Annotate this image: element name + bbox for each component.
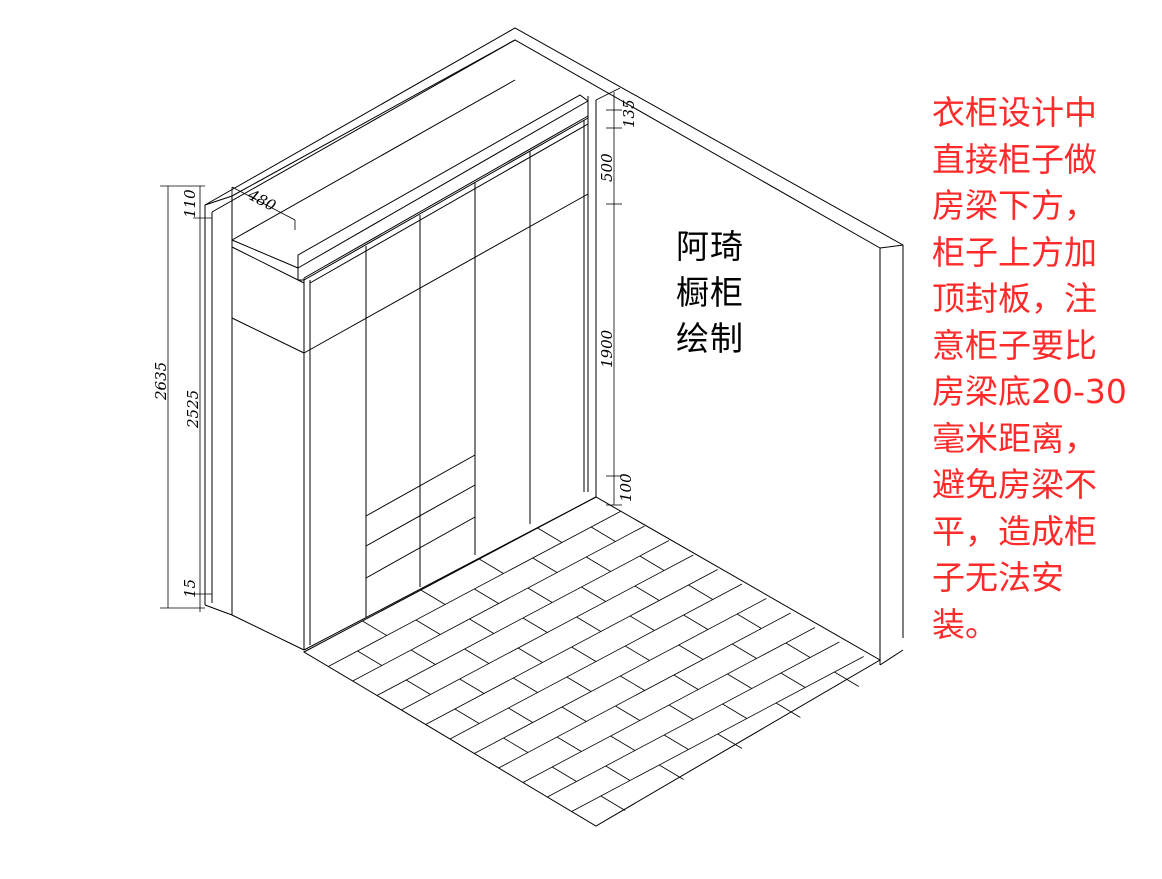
floor-plank-joint bbox=[727, 673, 752, 689]
floor-plank-joint bbox=[688, 584, 714, 600]
floor-plank-joint bbox=[420, 589, 446, 605]
floor-plank-joint bbox=[624, 645, 650, 661]
dim-bottom-gap: 15 bbox=[181, 579, 199, 598]
floor-plank-joint bbox=[683, 614, 709, 630]
note-line: 毫米距离， bbox=[932, 418, 1097, 458]
floor-plank-joint bbox=[722, 703, 748, 719]
floor-plank-joint bbox=[673, 674, 699, 690]
floor-plank-joint bbox=[571, 646, 597, 662]
dim-top-gap-left: 110 bbox=[181, 189, 199, 218]
floor-plank-joint bbox=[551, 766, 577, 782]
floor-plank-joint bbox=[586, 556, 611, 572]
floor-plank-joint bbox=[590, 526, 616, 542]
floor-plank-joint bbox=[527, 587, 553, 603]
floor-plank-joint bbox=[610, 735, 636, 751]
note-line: 子无法安 bbox=[932, 558, 1064, 597]
floor-plank-joint bbox=[357, 650, 383, 666]
note-line: 衣柜设计中 bbox=[932, 93, 1097, 132]
floor-plank-joint bbox=[517, 647, 543, 663]
floor-plank-joint bbox=[503, 737, 529, 753]
floor-plank-joint bbox=[785, 642, 811, 658]
floor-plank-joint bbox=[508, 707, 533, 723]
caption-line: 阿琦 bbox=[676, 227, 744, 266]
floor-plank-joint bbox=[454, 708, 480, 724]
floor-plank-joint bbox=[561, 706, 587, 722]
note-line: 柜子上方加 bbox=[932, 232, 1097, 272]
dim-plinth: 100 bbox=[617, 473, 635, 502]
floor-plank-joint bbox=[362, 620, 387, 636]
dim-depth: 480 bbox=[244, 185, 279, 215]
floor-plank-joint bbox=[775, 702, 801, 718]
floor-plank-joint bbox=[464, 648, 490, 664]
dim-beam-gap-right: 135 bbox=[620, 99, 638, 128]
floor-plank-joint bbox=[639, 555, 665, 571]
caption-line: 橱柜 bbox=[676, 273, 744, 312]
floor-plank-edge bbox=[328, 511, 621, 667]
dimension-labels: 2635 2525 110 15 480 135 500 1900 100 bbox=[152, 99, 638, 598]
floor-plank-joint bbox=[634, 585, 660, 601]
dimension-lines bbox=[160, 87, 622, 612]
floor-plank-joint bbox=[678, 644, 704, 660]
floor-plank-joint bbox=[629, 615, 655, 631]
floor-plank-joint bbox=[663, 734, 689, 750]
note-line: 意柜子要比 bbox=[932, 325, 1097, 365]
floor-plank-joint bbox=[615, 705, 641, 721]
floor-plank-joint bbox=[410, 649, 436, 665]
floor-plank-joint bbox=[780, 672, 806, 688]
floor-plank-joint bbox=[668, 704, 694, 720]
caption-line: 绘制 bbox=[676, 319, 744, 358]
floor-plank-joint bbox=[717, 733, 743, 749]
note-line: 避免房梁不 bbox=[932, 465, 1097, 504]
dim-cabinet-height: 2525 bbox=[184, 390, 202, 429]
note-line: 装。 bbox=[932, 604, 998, 644]
floor-plank-joint bbox=[474, 588, 499, 604]
floor-plank-joint bbox=[405, 679, 431, 695]
dim-main-section: 1900 bbox=[598, 329, 616, 368]
floor-plank-joint bbox=[736, 613, 762, 629]
floor-plank-joint bbox=[732, 643, 757, 659]
floor-plank-joint bbox=[600, 795, 626, 811]
dim-top-section: 500 bbox=[598, 153, 616, 182]
floor-plank-joint bbox=[620, 675, 645, 691]
floor-plank-joint bbox=[834, 671, 860, 687]
floor-plank-joint bbox=[532, 557, 558, 573]
floor-plank-joint bbox=[513, 677, 538, 693]
beam bbox=[204, 39, 589, 281]
floor-plank-joint bbox=[581, 586, 606, 602]
floor-plank-edge bbox=[352, 525, 645, 682]
floor-plank-joint bbox=[556, 736, 582, 752]
room-walls bbox=[204, 27, 904, 666]
floor-plank-joint bbox=[478, 558, 504, 574]
design-note: 衣柜设计中 直接柜子做 房梁下方， 柜子上方加 顶封板，注 意柜子要比 房梁底2… bbox=[932, 90, 1160, 648]
floor-plank-joint bbox=[659, 764, 684, 780]
note-line: 直接柜子做 bbox=[932, 139, 1097, 179]
note-line: 顶封板，注 bbox=[932, 279, 1097, 318]
cabinet bbox=[231, 115, 597, 651]
floor-plank-joint bbox=[415, 619, 441, 635]
floor-plank-joint bbox=[469, 618, 495, 634]
floor-plank-joint bbox=[537, 527, 563, 543]
note-line: 房梁底20-30 bbox=[932, 372, 1127, 411]
floor-plank-joint bbox=[522, 617, 548, 633]
floor-tiles bbox=[302, 496, 881, 827]
note-line: 平，造成柜 bbox=[932, 511, 1097, 551]
floor-plank-joint bbox=[566, 676, 592, 692]
floor-plank-joint bbox=[459, 678, 485, 694]
drawing-caption: 阿琦 橱柜 绘制 bbox=[676, 224, 766, 362]
floor-plank-joint bbox=[576, 616, 602, 632]
floor-plank-joint bbox=[605, 765, 631, 781]
dim-total-height: 2635 bbox=[152, 362, 170, 401]
note-line: 房梁下方， bbox=[932, 186, 1097, 225]
